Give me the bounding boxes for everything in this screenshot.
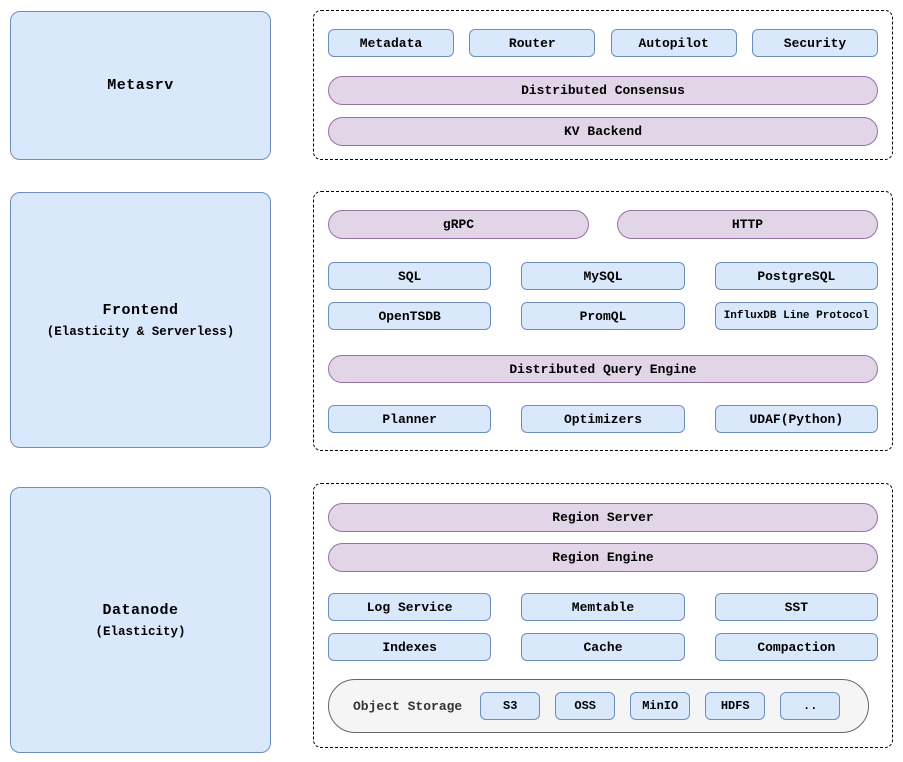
datanode-panel: Region Server Region Engine Log Service … bbox=[313, 483, 893, 748]
box-influxdb-line-protocol: InfluxDB Line Protocol bbox=[714, 302, 878, 330]
object-storage-strip: Object Storage S3 OSS MinIO HDFS .. bbox=[328, 679, 869, 733]
metasrv-chip-row: Metadata Router Autopilot Security bbox=[328, 29, 878, 57]
box-hdfs: HDFS bbox=[705, 692, 766, 720]
pill-region-engine: Region Engine bbox=[328, 543, 878, 572]
box-log-service: Log Service bbox=[328, 593, 492, 621]
datanode-subtitle: (Elasticity) bbox=[95, 624, 186, 639]
box-promql: PromQL bbox=[521, 302, 685, 330]
frontend-api-row-1: SQL MySQL PostgreSQL bbox=[328, 262, 878, 290]
box-security: Security bbox=[751, 29, 878, 57]
pill-distributed-consensus: Distributed Consensus bbox=[328, 76, 878, 105]
box-mysql: MySQL bbox=[521, 262, 685, 290]
box-memtable: Memtable bbox=[521, 593, 685, 621]
pill-grpc: gRPC bbox=[328, 210, 589, 239]
metasrv-title: Metasrv bbox=[107, 77, 174, 94]
frontend-title: Frontend bbox=[102, 301, 179, 319]
pill-region-server: Region Server bbox=[328, 503, 878, 532]
box-router: Router bbox=[469, 29, 596, 57]
box-other-storage: .. bbox=[780, 692, 841, 720]
box-metadata: Metadata bbox=[328, 29, 454, 57]
pill-http: HTTP bbox=[617, 210, 878, 239]
box-indexes: Indexes bbox=[328, 633, 492, 661]
box-compaction: Compaction bbox=[714, 633, 878, 661]
pill-distributed-query-engine: Distributed Query Engine bbox=[328, 355, 878, 383]
box-minio: MinIO bbox=[630, 692, 691, 720]
box-postgresql: PostgreSQL bbox=[714, 262, 878, 290]
datanode-row-2: Indexes Cache Compaction bbox=[328, 633, 878, 661]
pill-kv-backend: KV Backend bbox=[328, 117, 878, 146]
box-oss: OSS bbox=[555, 692, 616, 720]
frontend-protocol-row: gRPC HTTP bbox=[328, 210, 878, 239]
datanode-row-1: Log Service Memtable SST bbox=[328, 593, 878, 621]
frontend-engine-row: Planner Optimizers UDAF(Python) bbox=[328, 405, 878, 433]
object-storage-providers: S3 OSS MinIO HDFS .. bbox=[480, 692, 841, 720]
box-cache: Cache bbox=[521, 633, 685, 661]
metasrv-section-box: Metasrv bbox=[10, 11, 271, 160]
box-s3: S3 bbox=[480, 692, 541, 720]
frontend-subtitle: (Elasticity & Serverless) bbox=[46, 324, 235, 339]
frontend-section-box: Frontend (Elasticity & Serverless) bbox=[10, 192, 271, 448]
box-optimizers: Optimizers bbox=[521, 405, 685, 433]
box-sst: SST bbox=[714, 593, 878, 621]
datanode-title: Datanode bbox=[102, 601, 179, 619]
frontend-api-row-2: OpenTSDB PromQL InfluxDB Line Protocol bbox=[328, 302, 878, 330]
box-opentsdb: OpenTSDB bbox=[328, 302, 492, 330]
box-autopilot: Autopilot bbox=[610, 29, 737, 57]
box-udaf-python: UDAF(Python) bbox=[714, 405, 878, 433]
datanode-section-box: Datanode (Elasticity) bbox=[10, 487, 271, 753]
box-planner: Planner bbox=[328, 405, 492, 433]
metasrv-panel: Metadata Router Autopilot Security Distr… bbox=[313, 10, 893, 160]
frontend-panel: gRPC HTTP SQL MySQL PostgreSQL OpenTSDB … bbox=[313, 191, 893, 451]
box-sql: SQL bbox=[328, 262, 492, 290]
object-storage-label: Object Storage bbox=[353, 698, 463, 714]
